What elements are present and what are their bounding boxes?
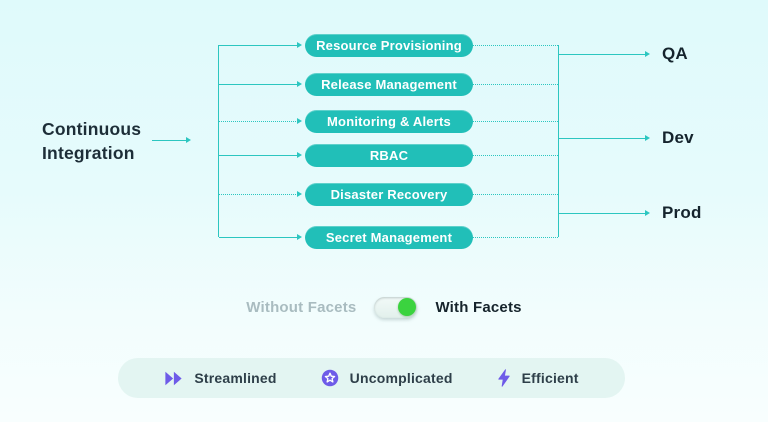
- facet-label: Release Management: [321, 77, 457, 92]
- arrowhead-icon: [186, 137, 191, 144]
- facet-row: Secret Management: [0, 226, 768, 249]
- facet-row: Resource Provisioning: [0, 34, 768, 57]
- arrowhead-icon: [297, 152, 302, 158]
- facet-row: RBAC: [0, 144, 768, 167]
- arrowhead-icon: [297, 81, 302, 87]
- facet-pill-disaster-recovery: Disaster Recovery: [305, 183, 473, 206]
- facet-label: Monitoring & Alerts: [327, 114, 451, 129]
- lightning-icon: [497, 369, 510, 387]
- left-bracket-line: [218, 45, 219, 237]
- toggle-knob-icon: [397, 298, 416, 316]
- facet-pill-rbac: RBAC: [305, 144, 473, 167]
- facet-pill-resource-provisioning: Resource Provisioning: [305, 34, 473, 57]
- toggle-off-label: Without Facets: [246, 298, 357, 316]
- arrowhead-icon: [297, 234, 302, 240]
- right-bracket-line: [558, 45, 559, 237]
- toggle-row: Without Facets With Facets: [0, 296, 768, 318]
- facet-row: Monitoring & Alerts: [0, 110, 768, 133]
- star-circle-icon: [321, 369, 338, 387]
- arrowhead-icon: [645, 51, 650, 57]
- source-label: Continuous Integration: [42, 119, 142, 163]
- feature-uncomplicated: Uncomplicated: [321, 369, 453, 387]
- facet-pill-secret-management: Secret Management: [305, 226, 473, 249]
- target-row-dev: Dev: [0, 128, 768, 148]
- arrowhead-icon: [645, 135, 650, 141]
- feature-label: Efficient: [521, 370, 579, 386]
- feature-streamlined: Streamlined: [164, 370, 276, 387]
- arrowhead-icon: [297, 191, 302, 197]
- target-row-prod: Prod: [0, 203, 768, 223]
- facet-row: Disaster Recovery: [0, 183, 768, 206]
- feature-efficient: Efficient: [497, 369, 579, 387]
- feature-label: Uncomplicated: [349, 370, 453, 386]
- target-label-qa: QA: [662, 44, 688, 63]
- toggle-on-label: With Facets: [435, 298, 522, 316]
- target-label-dev: Dev: [662, 128, 694, 147]
- target-row-qa: QA: [0, 44, 768, 64]
- facet-label: RBAC: [369, 148, 409, 163]
- facet-label: Secret Management: [325, 230, 453, 245]
- features-bar: Streamlined Uncomplicated Efficient: [118, 358, 625, 398]
- arrowhead-icon: [645, 210, 650, 216]
- facet-label: Resource Provisioning: [316, 38, 462, 53]
- facet-pill-monitoring-alerts: Monitoring & Alerts: [305, 110, 473, 133]
- facet-label: Disaster Recovery: [330, 187, 448, 202]
- fast-forward-icon: [165, 371, 182, 385]
- facet-row: Release Management: [0, 73, 768, 96]
- feature-label: Streamlined: [194, 370, 277, 386]
- facets-toggle-switch[interactable]: [374, 296, 418, 318]
- arrowhead-icon: [297, 42, 302, 48]
- arrowhead-icon: [297, 118, 302, 124]
- facet-pill-release-management: Release Management: [305, 73, 473, 96]
- target-label-prod: Prod: [662, 203, 702, 222]
